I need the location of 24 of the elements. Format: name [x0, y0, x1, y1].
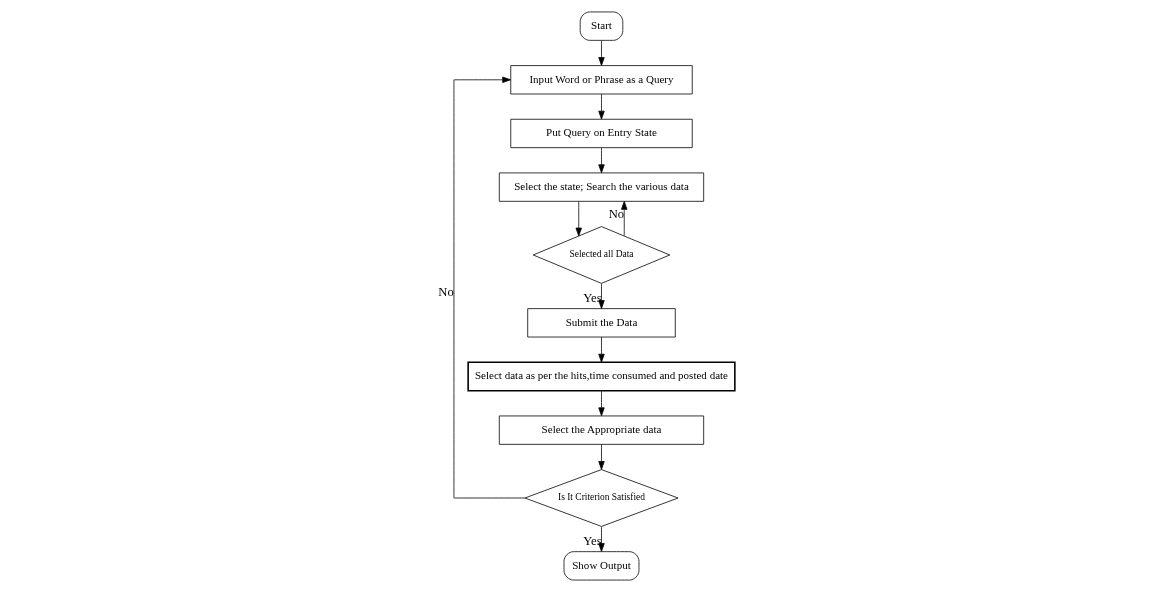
node-diamond: Is It Criterion Satisfied [524, 469, 678, 527]
node-box: Select data as per the hits,time consumed and posted date [466, 361, 736, 392]
arrow [597, 336, 605, 363]
node-box: Select the Appropriate data [498, 415, 704, 445]
node-box: Submit the Data [526, 308, 676, 338]
edge-label: Yes [582, 291, 602, 306]
node-box: Input Word or Phrase as a Query [509, 65, 693, 95]
arrow [597, 390, 605, 417]
node-box: Start [579, 11, 623, 41]
arrow [597, 444, 605, 470]
arrow [597, 283, 605, 309]
edge-label: No [437, 284, 454, 299]
arrow [597, 526, 605, 552]
arrow [453, 76, 525, 499]
arrow [597, 40, 605, 66]
node-box: Put Query on Entry State [509, 118, 693, 149]
arrow [597, 93, 605, 120]
arrow [575, 201, 582, 237]
edge-label: No [608, 207, 624, 222]
node-box: Show Output [563, 551, 639, 581]
edge-label: Yes [582, 534, 602, 549]
node-box: Select the state; Search the various data [498, 172, 704, 202]
arrow [620, 201, 627, 237]
arrow [597, 147, 605, 174]
